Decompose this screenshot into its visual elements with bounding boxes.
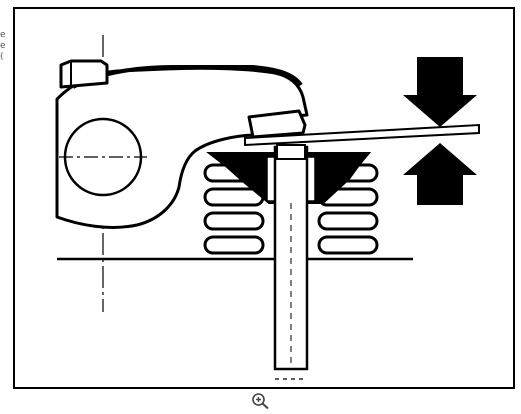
valve-spring-left bbox=[203, 163, 265, 255]
rocker-pad bbox=[247, 109, 307, 139]
edge-text: e e ( bbox=[0, 30, 10, 63]
clearance-arrow-down bbox=[403, 57, 477, 127]
valve-clearance-figure bbox=[13, 7, 515, 389]
feeler-gauge bbox=[244, 123, 480, 147]
valve-spring-right bbox=[317, 163, 379, 255]
edge-glyph: e bbox=[0, 41, 6, 51]
clearance-arrow-up bbox=[403, 143, 477, 205]
magnifier-plus-icon bbox=[252, 393, 269, 410]
zoom-button[interactable] bbox=[251, 392, 271, 410]
edge-glyph: ( bbox=[0, 52, 4, 62]
adjusting-nut bbox=[59, 59, 109, 89]
valve-stem-tip bbox=[276, 144, 306, 160]
edge-glyph: e bbox=[0, 30, 6, 40]
